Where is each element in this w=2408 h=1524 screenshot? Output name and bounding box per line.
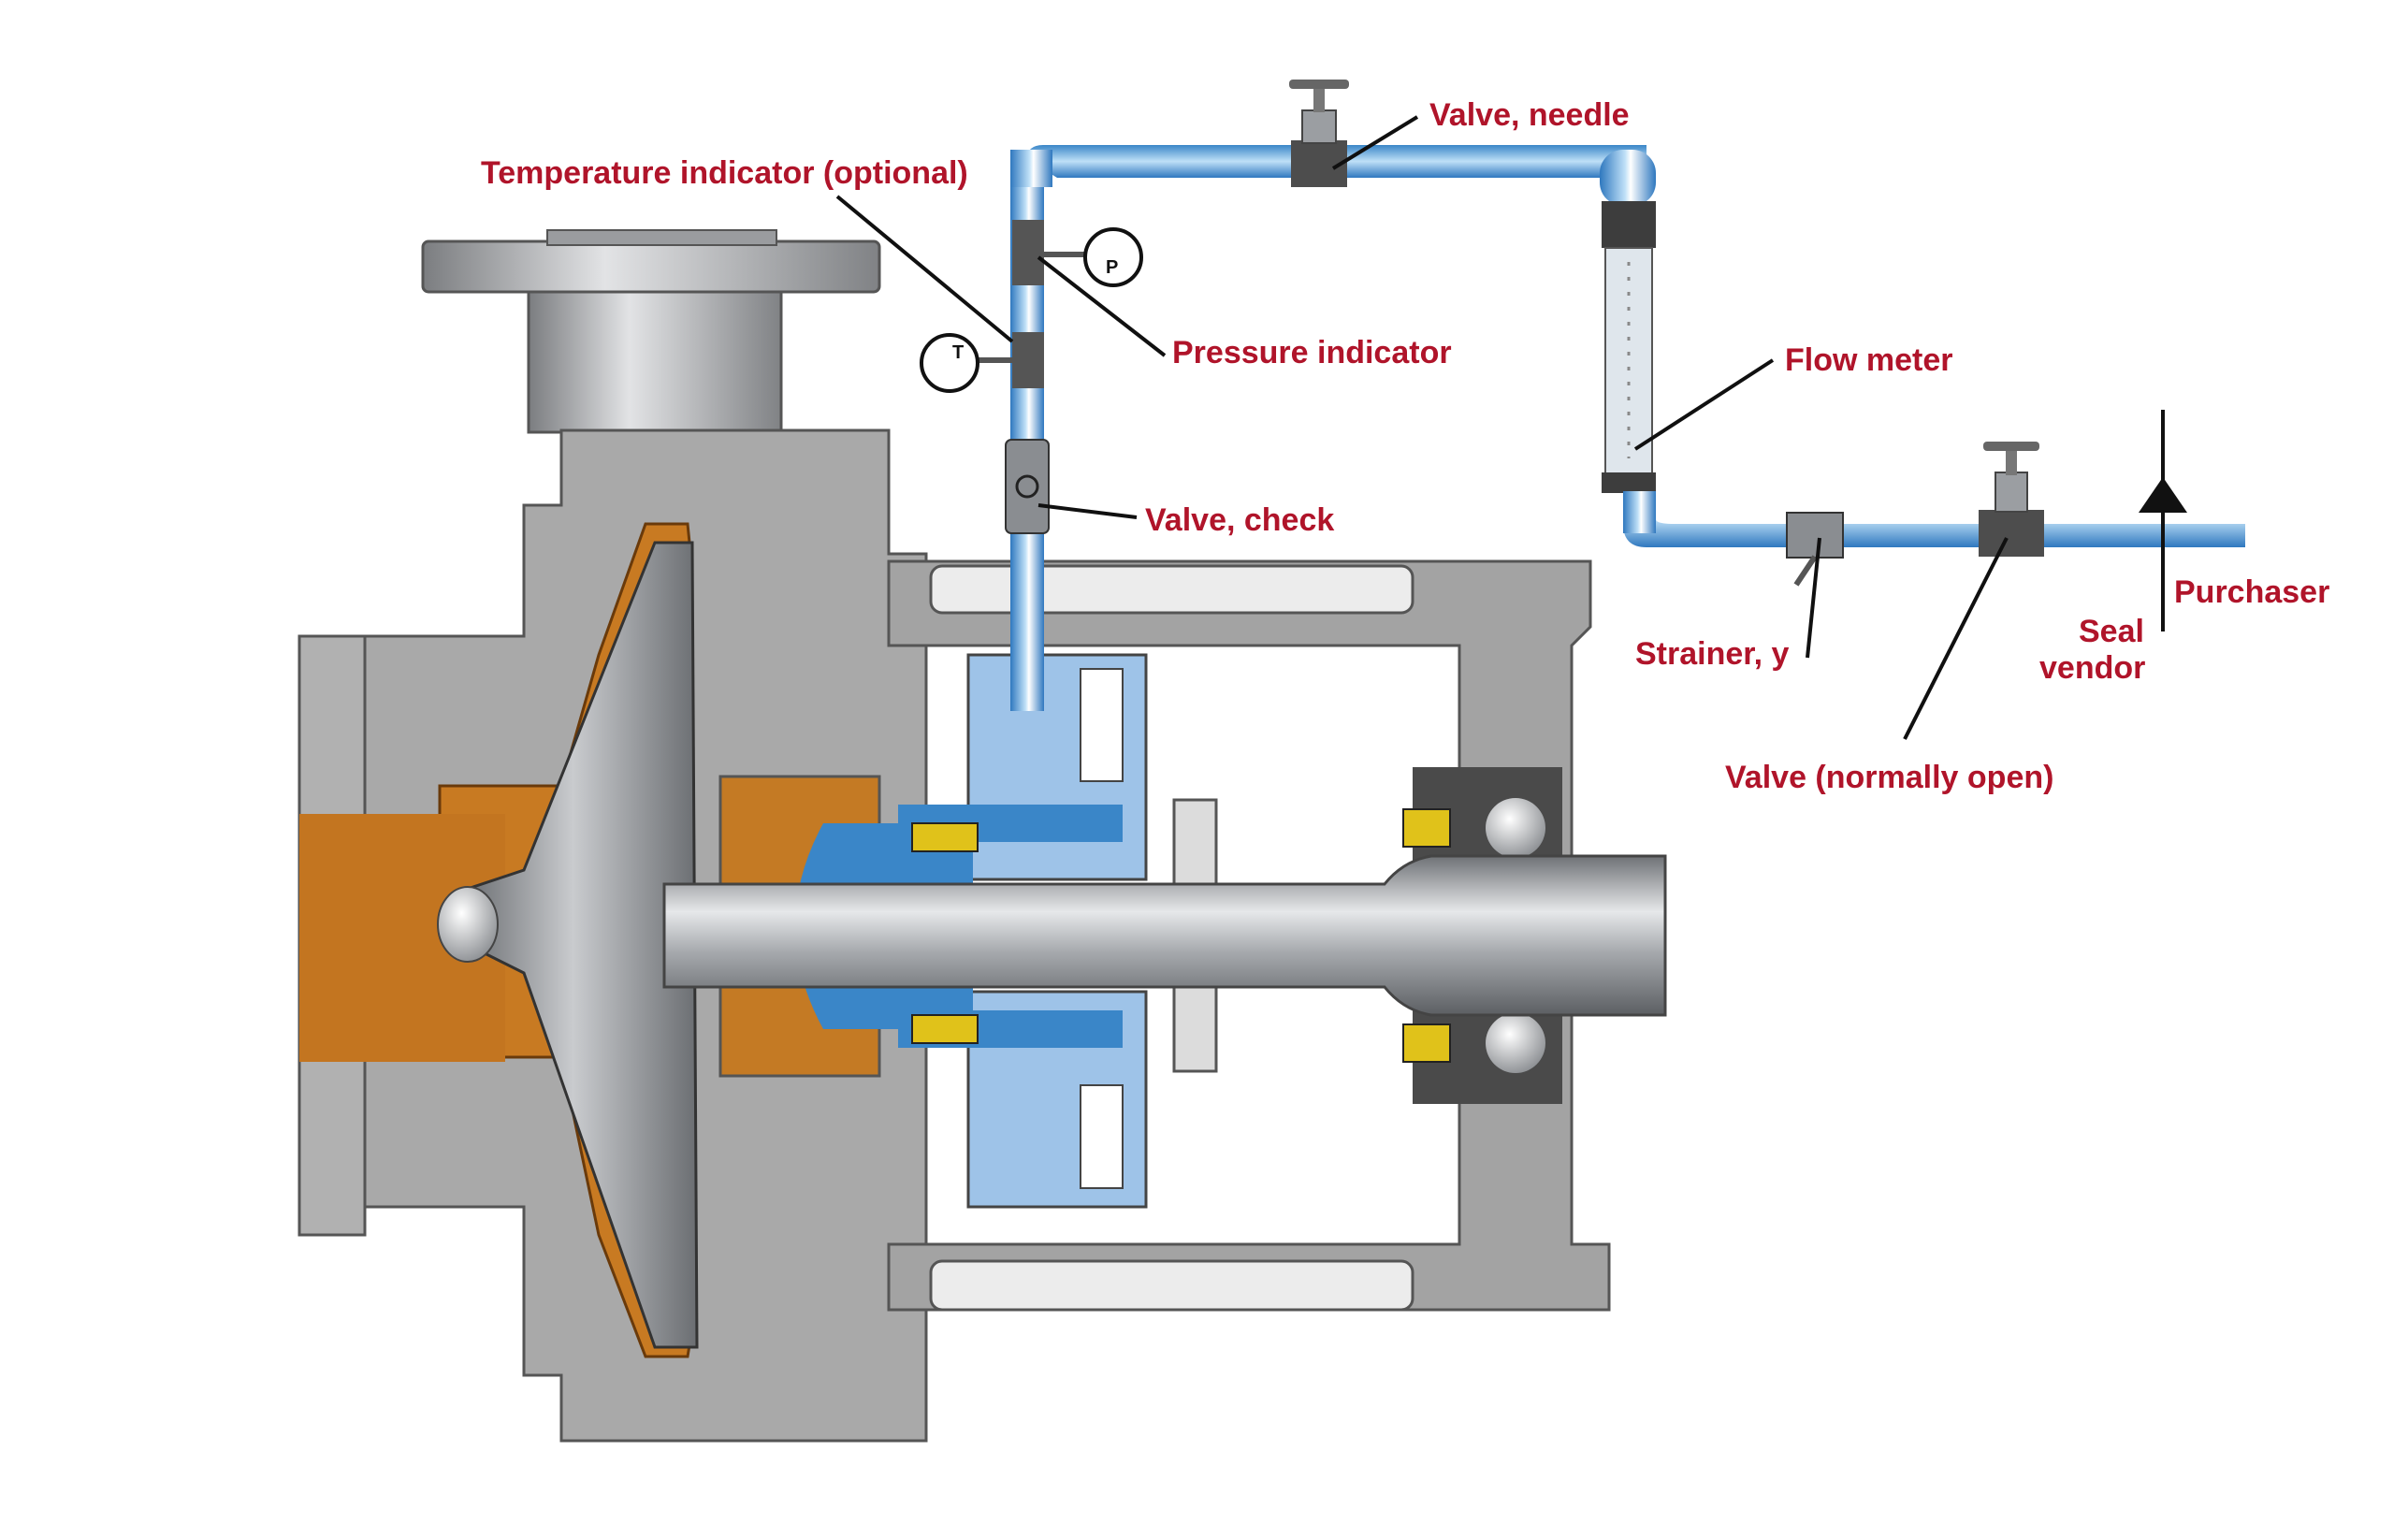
pressure-gauge-letter: P [1106, 257, 1118, 278]
needle-valve-icon [1289, 80, 1349, 187]
label-strainer-y: Strainer, y [1635, 636, 1790, 672]
label-valve-needle: Valve, needle [1429, 97, 1630, 133]
gate-valve-icon [1979, 442, 2044, 557]
flow-meter [1602, 201, 1656, 493]
label-pressure-indicator: Pressure indicator [1172, 335, 1452, 370]
leader-lines [835, 115, 2009, 740]
label-flow-meter: Flow meter [1785, 342, 1952, 378]
check-valve [1005, 439, 1050, 534]
label-purchaser: Purchaser [2174, 574, 2329, 610]
label-valve-normally-open: Valve (normally open) [1725, 760, 2053, 795]
seal-face-bottom [911, 1014, 979, 1044]
impeller-nut [437, 886, 499, 963]
bearing-frame-window-bottom [929, 1259, 1414, 1312]
seal-face-top [911, 822, 979, 852]
bearing-frame-window-top [929, 564, 1414, 615]
flush-piping: P T [920, 80, 2245, 711]
temperature-gauge-icon: T [920, 333, 1012, 393]
label-valve-check: Valve, check [1145, 502, 1334, 538]
bearings [1402, 767, 1562, 1104]
triangle-marker-icon [2139, 477, 2187, 513]
pressure-tee [1012, 220, 1044, 285]
label-temperature-indicator: Temperature indicator (optional) [481, 155, 968, 191]
temperature-tee [1012, 332, 1044, 388]
label-seal-vendor-line2: vendor [2039, 650, 2145, 686]
discharge-nozzle [421, 229, 881, 434]
labels: Temperature indicator (optional) Valve, … [481, 97, 2329, 795]
strainer-icon [1786, 512, 1844, 587]
boundary-marker [2139, 410, 2187, 631]
temperature-gauge-letter: T [952, 342, 964, 363]
shaft [662, 854, 1667, 1017]
pump [297, 229, 1667, 1443]
label-seal-vendor-line1: Seal [2079, 614, 2144, 649]
pressure-gauge-icon: P [1044, 227, 1143, 287]
